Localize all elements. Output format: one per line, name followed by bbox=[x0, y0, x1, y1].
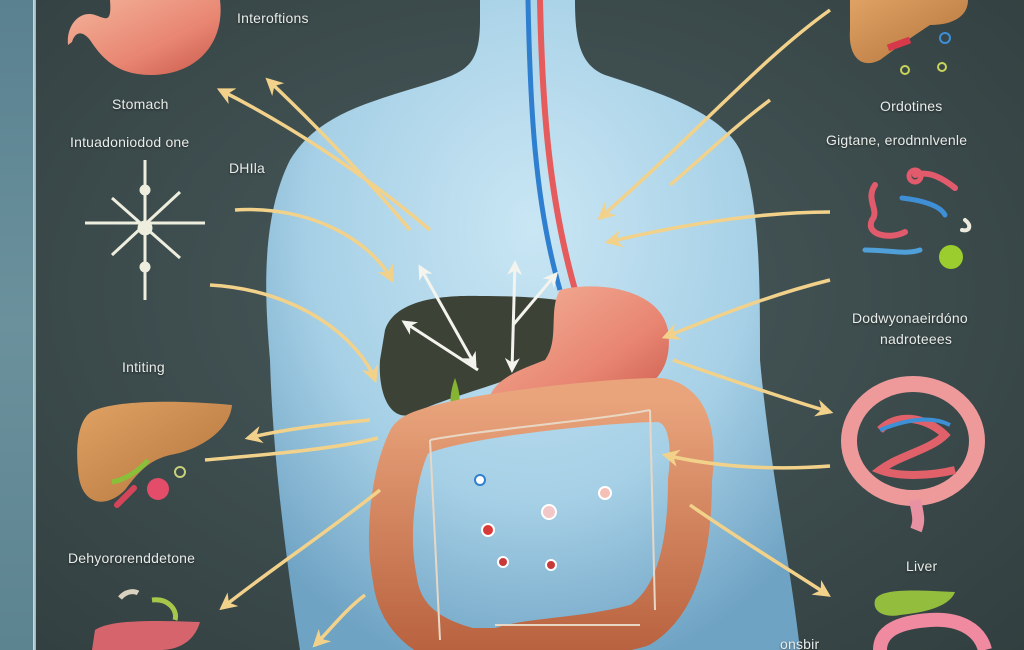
nerve-asterisk-icon bbox=[85, 160, 205, 300]
label-dhla: DHIla bbox=[229, 160, 266, 176]
label-right-middle-2: nadroteees bbox=[880, 331, 953, 347]
interaction-arrows bbox=[204, 8, 834, 648]
label-interactions: Interoftions bbox=[237, 10, 309, 26]
side-strip bbox=[0, 0, 33, 650]
liver-gallbladder-icon bbox=[849, 0, 968, 75]
liver-arrows bbox=[401, 260, 558, 373]
label-right-middle-1: Dodwyonaeirdóno bbox=[852, 310, 968, 326]
artery-icon bbox=[537, 0, 581, 301]
stomach-icon bbox=[67, 0, 221, 75]
label-right-second: Gigtane, erodnnlvenle bbox=[826, 132, 968, 148]
label-stomach: Stomach bbox=[112, 96, 169, 112]
gallbladder-intestine-icon bbox=[873, 590, 992, 650]
label-bottom-right-partial: onsbir bbox=[780, 636, 820, 650]
label-left-upper: Intuadoniodod one bbox=[70, 134, 190, 150]
liver-pink-icon bbox=[92, 589, 200, 650]
label-left-middle: Intiting bbox=[122, 359, 165, 375]
side-divider bbox=[33, 0, 36, 650]
label-right-top: Ordotines bbox=[880, 98, 943, 114]
label-liver: Liver bbox=[906, 558, 938, 574]
colon-icon bbox=[369, 378, 714, 650]
liver-icon bbox=[77, 401, 232, 508]
intestine-icon bbox=[841, 376, 985, 533]
label-left-lower: Dehyororenddetone bbox=[68, 550, 196, 566]
molecules-icon bbox=[862, 167, 972, 269]
vein-icon bbox=[525, 0, 563, 291]
